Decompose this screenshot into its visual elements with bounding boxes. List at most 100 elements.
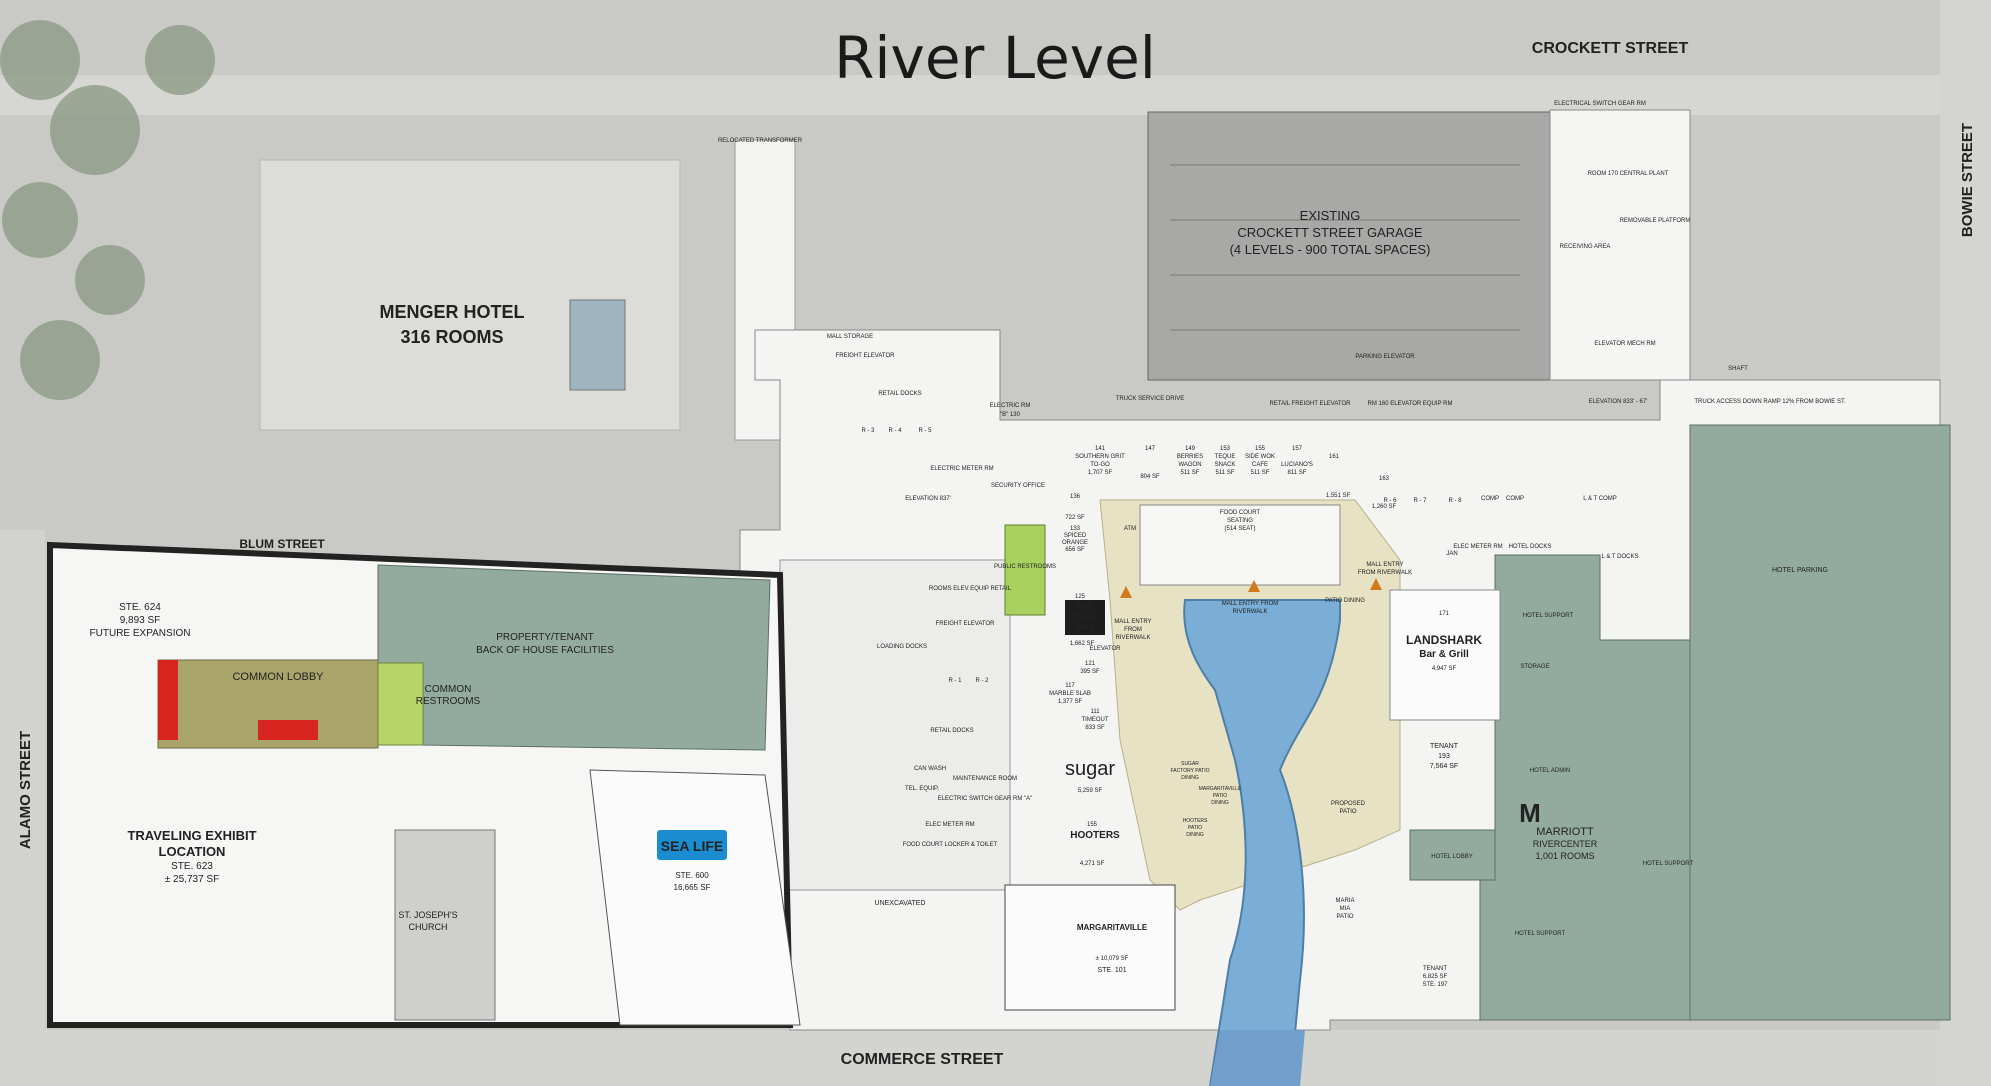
t117-1: 117: [1065, 683, 1075, 689]
margarita-patio-3: DINING: [1211, 800, 1229, 806]
hotel-lobby-label: HOTEL LOBBY: [1431, 854, 1472, 860]
unexcavated-label: UNEXCAVATED: [875, 900, 926, 907]
tenant197-2: 6,825 SF: [1423, 974, 1448, 980]
food-court-3: (514 SEAT): [1225, 526, 1256, 532]
t155-4: 511 SF: [1251, 470, 1270, 476]
r1-label: R - 1: [948, 678, 962, 684]
crockett-garage: [1147, 111, 1551, 381]
sugar-patio-3: DINING: [1181, 775, 1199, 781]
t163-1: 163: [1379, 476, 1390, 482]
garage-label-1: EXISTING: [1300, 208, 1361, 223]
hotel-support-label-1: HOTEL SUPPORT: [1523, 613, 1574, 619]
t111-3: 833 SF: [1085, 725, 1105, 731]
t157-3: 811 SF: [1288, 470, 1307, 476]
trees: [0, 20, 215, 400]
crockett-street-band: [0, 75, 1991, 115]
elevation-837-label: ELEVATION 837': [905, 496, 951, 502]
sugar-area: 5,259 SF: [1078, 788, 1103, 794]
maria-patio-2: MIA: [1340, 906, 1351, 912]
commerce-street-band: [0, 1030, 1991, 1086]
margarita-patio-1: MARGARITAVILLE: [1199, 786, 1242, 792]
alamo-street-band: [0, 530, 45, 1050]
landshark-suite: [1389, 589, 1501, 721]
landshark-area: 4,947 SF: [1432, 666, 1457, 672]
t121-2: 395 SF: [1080, 669, 1100, 675]
r2-label: R - 2: [975, 678, 989, 684]
retail-docks2-label: RETAIL DOCKS: [930, 728, 973, 734]
landshark-logo: LANDSHARK: [1406, 633, 1482, 647]
landshark-number: 171: [1439, 611, 1450, 617]
t153-1: 153: [1220, 446, 1231, 452]
loading-docks-label: LOADING DOCKS: [877, 644, 927, 650]
t133-2: SPICED: [1064, 533, 1087, 539]
t141-4: 1,707 SF: [1088, 470, 1113, 476]
red-stair-1: [158, 660, 178, 740]
t157-1: 157: [1292, 446, 1303, 452]
t155-2: SIDE WOK: [1245, 454, 1275, 460]
margaritaville-logo: MARGARITAVILLE: [1077, 923, 1148, 932]
parking-elevator-label: PARKING ELEVATOR: [1355, 354, 1415, 360]
st-josephs-church: [394, 829, 496, 1021]
hooters-number: 155: [1087, 822, 1098, 828]
t149-2: BERRIES: [1177, 454, 1203, 460]
t133-4: 656 SF: [1065, 547, 1085, 553]
r7-label: R - 7: [1413, 498, 1427, 504]
blum-street-label: BLUM STREET: [239, 537, 325, 551]
t153-3: SNACK: [1215, 462, 1236, 468]
garage-label-2: CROCKETT STREET GARAGE: [1237, 225, 1422, 240]
ste624-line3: FUTURE EXPANSION: [90, 628, 191, 639]
mall-entry-3a: MALL ENTRY: [1366, 562, 1403, 568]
common-restrooms: [377, 662, 424, 746]
rooms-elev-label: ROOMS ELEV EQUIP RETAIL: [929, 586, 1012, 592]
traveling-label-3: STE. 623: [171, 861, 213, 872]
property-green: [377, 564, 771, 751]
common-lobby-label: COMMON LOBBY: [232, 671, 324, 683]
margaritaville-area: ± 10,079 SF: [1096, 956, 1129, 962]
traveling-label-1: TRAVELING EXHIBIT: [127, 828, 256, 843]
electric-b-label: "B" 130: [1000, 412, 1021, 418]
t141-3: TO-GO: [1090, 462, 1110, 468]
elevation-2-label: ELEVATION 833' - 67': [1589, 399, 1648, 405]
stjoseph-label-1: ST. JOSEPH'S: [398, 910, 457, 920]
elevator-mech-label: ELEVATOR MECH RM: [1594, 341, 1655, 347]
t136-2: 722 SF: [1065, 515, 1085, 521]
room170-label: ROOM 170 CENTRAL PLANT: [1588, 171, 1669, 177]
r3-label: R - 3: [861, 428, 875, 434]
central-plant: [1549, 109, 1691, 381]
freight-elevator-label: FREIGHT ELEVATOR: [836, 353, 896, 359]
river: [1183, 599, 1341, 1086]
fattuesday-2: TUES: [1073, 612, 1097, 622]
electric-meter-label: ELECTRIC METER RM: [930, 466, 993, 472]
security-label: SECURITY OFFICE: [991, 483, 1045, 489]
elec-meter2-label: ELEC METER RM: [925, 822, 974, 828]
storage-label: STORAGE: [1520, 664, 1549, 670]
t121-1: 121: [1085, 661, 1096, 667]
margaritaville-suite: [1004, 884, 1176, 1011]
proposed-patio-1: PROPOSED: [1331, 801, 1366, 807]
t161-2: 1,551 SF: [1326, 493, 1351, 499]
hotel-support-label-3: HOTEL SUPPORT: [1515, 931, 1566, 937]
garage-stalls: [1170, 164, 1520, 331]
common-restrooms-2: RESTROOMS: [416, 696, 481, 707]
retail-docks-label: RETAIL DOCKS: [878, 391, 921, 397]
hooters-patio-2: PATIO: [1188, 825, 1202, 831]
margarita-patio-2: PATIO: [1213, 793, 1227, 799]
hotel-parking-area: [1689, 424, 1951, 1021]
fattuesday-1: FAT: [1077, 602, 1094, 612]
truck-ramp-label: TRUCK ACCESS DOWN RAMP 12% FROM BOWIE ST…: [1694, 399, 1846, 405]
t141-1: 141: [1095, 446, 1106, 452]
menger-rooms-label: 316 ROOMS: [400, 327, 503, 347]
elevator-label: ELEVATOR: [1089, 646, 1121, 652]
t157-2: LUCIANO'S: [1281, 462, 1313, 468]
public-restrooms-label: PUBLIC RESTROOMS: [994, 564, 1056, 570]
t149-1: 149: [1185, 446, 1196, 452]
maria-patio-1: MARIA: [1335, 898, 1354, 904]
r4-label: R - 4: [888, 428, 902, 434]
tel-equip-label: TEL. EQUIP.: [905, 786, 939, 792]
sugar-patio-2: FACTORY PATIO: [1171, 768, 1210, 774]
retail-freight-label: RETAIL FREIGHT ELEVATOR: [1270, 401, 1352, 407]
receiving-label: RECEIVING AREA: [1560, 244, 1611, 250]
elec-switch-label: ELECTRIC SWITCH GEAR RM "A": [938, 796, 1033, 802]
hooters-logo: HOOTERS: [1070, 830, 1120, 841]
removable-label: REMOVABLE PLATFORM: [1620, 218, 1691, 224]
